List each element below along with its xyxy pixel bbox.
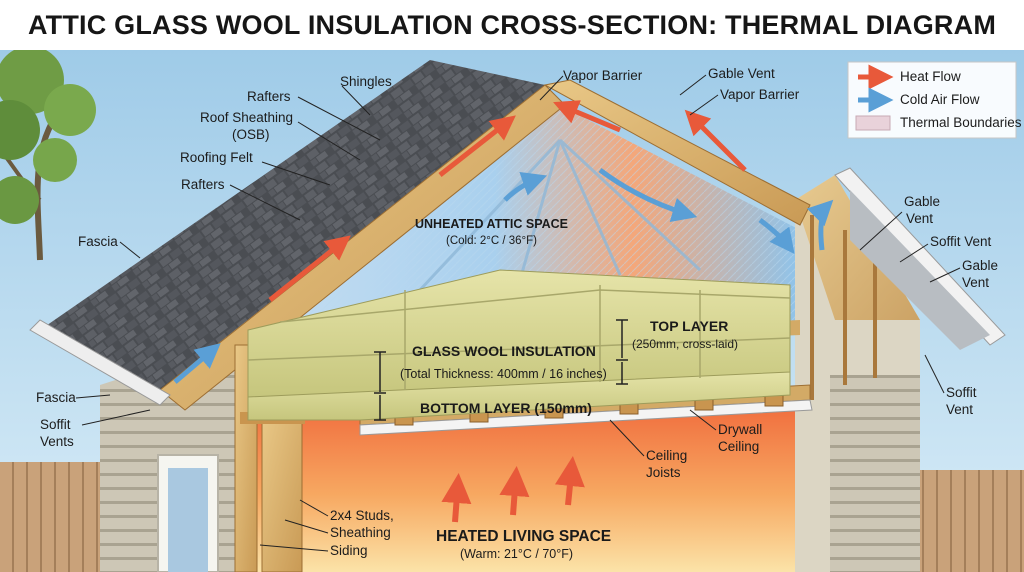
leader-line: [689, 94, 719, 116]
insulation-title: GLASS WOOL INSULATION: [412, 343, 596, 359]
top-layer-subtitle: (250mm, cross-laid): [632, 337, 738, 351]
insulation-thickness: (Total Thickness: 400mm / 16 inches): [400, 367, 607, 381]
leader-line: [259, 544, 329, 552]
label-ceiling-joists-line1: Ceiling: [646, 448, 687, 463]
living-heat-arrows: [441, 456, 585, 523]
leader-line: [859, 211, 903, 251]
label-rafters-lower: Rafters: [181, 177, 225, 192]
label-roofing-felt: Roofing Felt: [180, 150, 253, 165]
label-gable-vent-right2-line1: Gable: [962, 258, 998, 273]
thickness-markers: [374, 319, 628, 421]
leader-line: [924, 354, 945, 394]
heat-flow-arrows: [268, 100, 747, 302]
attic-texture: [245, 95, 800, 335]
leader-line: [229, 184, 301, 221]
legend: Heat Flow Cold Air Flow Thermal Boundari…: [847, 61, 1022, 139]
gable-studs: [810, 215, 877, 400]
label-shingles: Shingles: [340, 74, 392, 89]
leader-line: [299, 499, 329, 517]
cold-air-arrows: [173, 167, 834, 384]
label-studs-line1: 2x4 Studs,: [330, 508, 394, 523]
leader-line: [609, 419, 645, 457]
label-vapor-barrier-right: Vapor Barrier: [720, 87, 800, 102]
label-ceiling-joists-line2: Joists: [646, 465, 681, 480]
leader-line: [284, 519, 329, 534]
label-vapor-barrier-left: Vapor Barrier: [563, 68, 643, 83]
leader-line: [297, 121, 361, 161]
legend-label: Cold Air Flow: [900, 92, 980, 107]
leader-line: [929, 267, 961, 283]
label-soffit-vent-right: Soffit Vent: [930, 234, 992, 249]
leader-line: [75, 394, 111, 399]
leader-line: [261, 161, 331, 186]
label-fascia-upper: Fascia: [78, 234, 118, 249]
label-soffit-vents-line1: Soffit: [40, 417, 71, 432]
roof-shingles: [40, 60, 545, 390]
leader-line: [689, 409, 717, 431]
label-roof-sheathing-line2: (OSB): [232, 127, 270, 142]
label-gable-vent-right2-line2: Vent: [962, 275, 989, 290]
label-roof-sheathing-line1: Roof Sheathing: [200, 110, 293, 125]
component-labels: Shingles Rafters Roof Sheathing (OSB) Ro…: [36, 66, 998, 558]
leader-line: [341, 85, 371, 116]
attic-zone-title: UNHEATED ATTIC SPACE: [415, 217, 568, 231]
legend-item-heat-flow: Heat Flow: [858, 64, 961, 90]
leader-line: [679, 74, 707, 96]
label-drywall-ceiling-line1: Drywall: [718, 422, 762, 437]
leader-line: [539, 75, 564, 101]
window-glass: [168, 468, 208, 572]
leader-line: [297, 96, 381, 141]
label-soffit-vent-low-line1: Soffit: [946, 385, 977, 400]
insulation-batt-seams: [247, 285, 791, 390]
attic-zone-subtitle: (Cold: 2°C / 36°F): [446, 235, 537, 247]
attic-cross-section: Heat Flow Cold Air Flow Thermal Boundari…: [0, 50, 1024, 572]
title-bar: ATTIC GLASS WOOL INSULATION CROSS-SECTIO…: [0, 0, 1024, 51]
interior-rafters: [418, 138, 702, 292]
living-zone-title: HEATED LIVING SPACE: [436, 528, 611, 545]
label-gable-vent-right-line2: Vent: [906, 211, 933, 226]
label-gable-vent-top: Gable Vent: [708, 66, 775, 81]
leader-line: [119, 241, 141, 259]
right-wall-siding: [830, 375, 920, 572]
tree-icon: [0, 50, 96, 261]
label-soffit-vent-low-line2: Vent: [946, 402, 973, 417]
legend-label: Heat Flow: [900, 69, 961, 84]
legend-label: Thermal Boundaries: [900, 115, 1022, 130]
left-gutter: [29, 319, 171, 406]
fence-right: [912, 470, 1024, 572]
leader-line: [899, 243, 929, 263]
label-drywall-ceiling-line2: Ceiling: [718, 439, 759, 454]
living-zone-subtitle: (Warm: 21°C / 70°F): [460, 547, 573, 561]
legend-item-cold-air-flow: Cold Air Flow: [858, 87, 980, 113]
label-rafters-top: Rafters: [247, 89, 291, 104]
label-studs-line3: Siding: [330, 543, 368, 558]
top-layer-title: TOP LAYER: [650, 318, 728, 334]
label-gable-vent-right-line1: Gable: [904, 194, 940, 209]
insulation-top-layer: [247, 269, 791, 398]
bottom-layer-title: BOTTOM LAYER (150mm): [420, 400, 592, 416]
diagram-title: ATTIC GLASS WOOL INSULATION CROSS-SECTIO…: [27, 9, 997, 40]
leader-line: [81, 409, 151, 426]
thermal-swatch-icon: [855, 115, 891, 131]
label-fascia-lower: Fascia: [36, 390, 76, 405]
right-soffit: [850, 190, 990, 350]
label-studs-line2: Sheathing: [330, 525, 391, 540]
legend-item-thermal-boundaries: Thermal Boundaries: [855, 115, 1022, 131]
label-soffit-vents-line2: Vents: [40, 434, 74, 449]
